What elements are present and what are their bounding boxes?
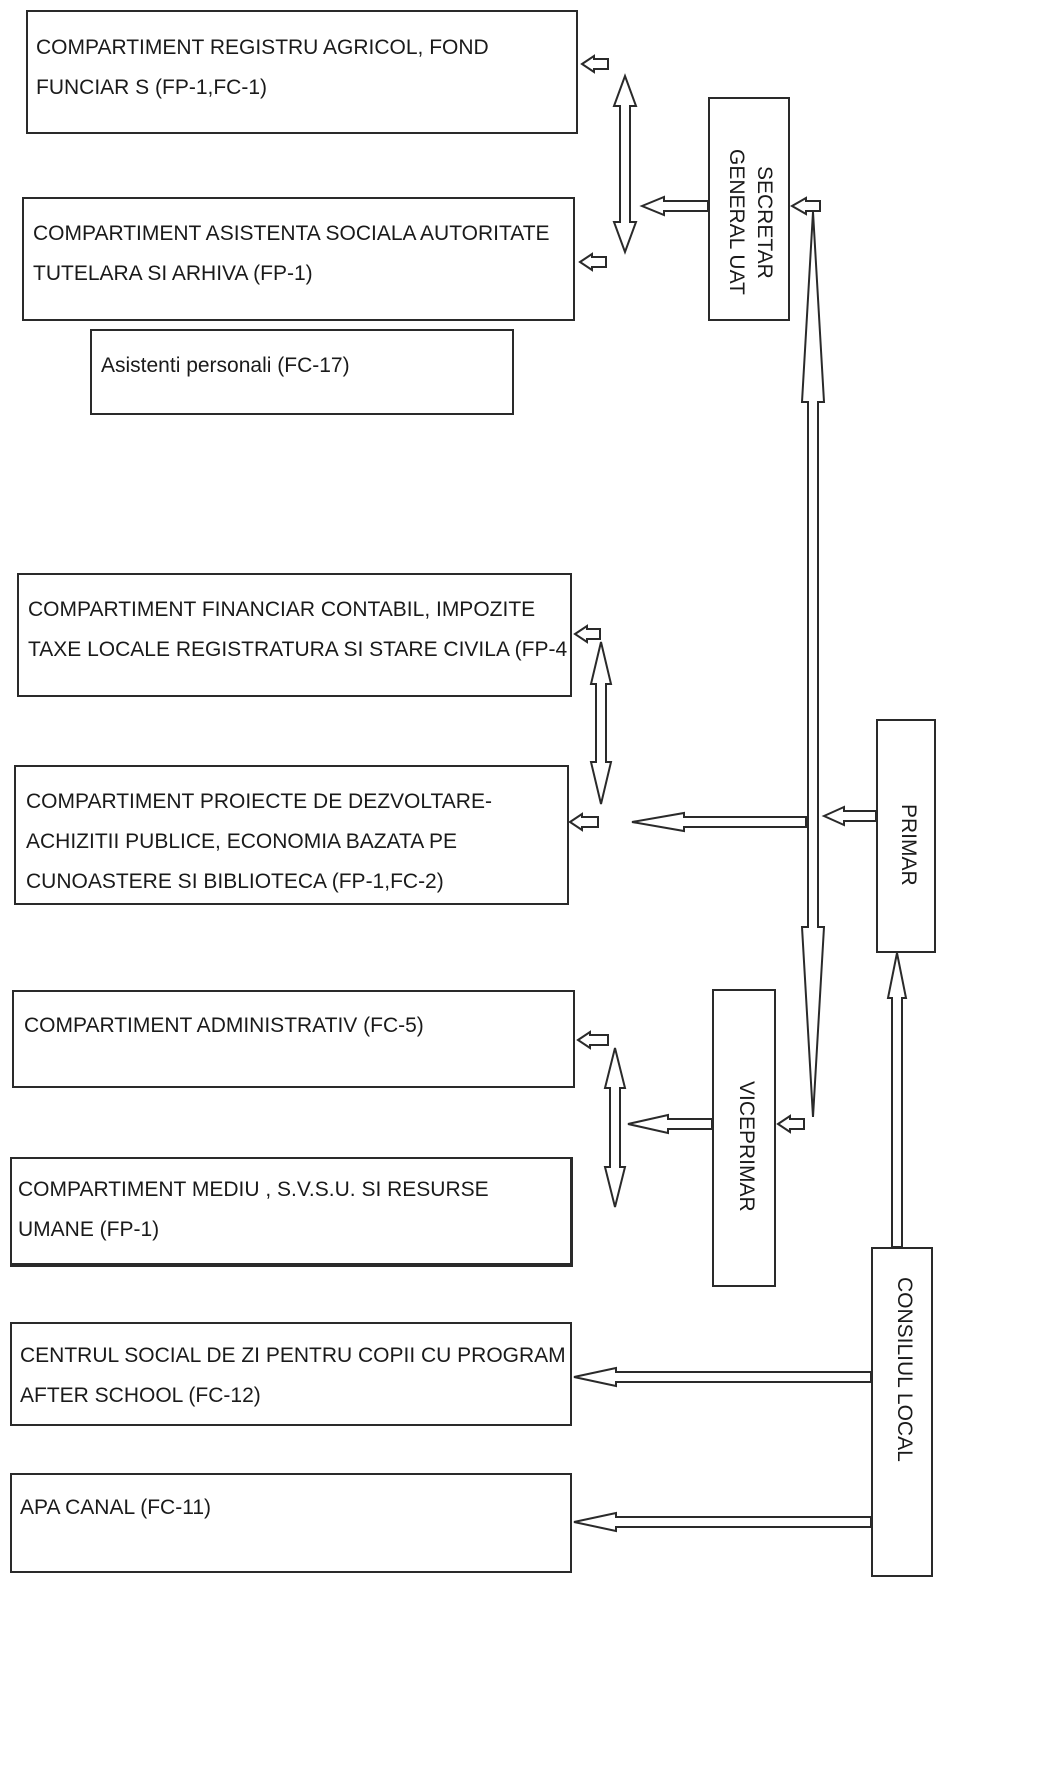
double-arrow-secretar-viceprimar: [800, 211, 826, 1118]
double-arrow-administrativ-mediu: [603, 1047, 627, 1208]
label-registru-agricol: COMPARTIMENT REGISTRU AGRICOL, FOND FUNC…: [36, 36, 489, 99]
box-asistenti-personali: [90, 329, 514, 415]
arrow-to-administrativ: [576, 1030, 609, 1050]
arrow-to-primar-row: [821, 805, 877, 827]
label-financiar-contabil: COMPARTIMENT FINANCIAR CONTABIL, IMPOZIT…: [28, 598, 568, 661]
box-asistenta-sociala: [22, 197, 575, 321]
box-viceprimar: [712, 989, 776, 1287]
label-viceprimar: VICEPRIMAR: [735, 1080, 758, 1212]
label-centrul-social: CENTRUL SOCIAL DE ZI PENTRU COPII CU PRO…: [20, 1344, 566, 1407]
label-mediu-svsu: COMPARTIMENT MEDIU , S.V.S.U. SI RESURSE…: [18, 1178, 489, 1241]
label-secretar: SECRETAR GENERAL UAT: [725, 149, 776, 295]
label-apa-canal: APA CANAL (FC-11): [20, 1496, 211, 1519]
arrow-to-viceprimar: [776, 1114, 805, 1134]
arrow-consiliu-to-primar: [886, 952, 908, 1248]
arrow-to-centrul-social: [573, 1366, 872, 1388]
box-centrul-social: [10, 1322, 572, 1426]
label-consiliul-local: CONSILIUL LOCAL: [893, 1276, 916, 1462]
arrow-to-secretar: [789, 196, 821, 216]
arrow-secretar-to-departments: [639, 195, 709, 217]
box-proiecte-dezvoltare: [14, 765, 569, 905]
label-primar: PRIMAR: [897, 804, 920, 886]
box-mediu-svsu: [10, 1157, 573, 1267]
label-administrativ: COMPARTIMENT ADMINISTRATIV (FC-5): [24, 1014, 424, 1037]
arrow-to-financiar-contabil: [573, 624, 601, 644]
arrow-viceprimar-to-departments: [627, 1113, 713, 1135]
double-arrow-registru-asistenta: [612, 73, 638, 255]
arrow-to-asistenta-sociala: [578, 252, 607, 272]
box-apa-canal: [10, 1473, 572, 1573]
box-consiliul-local: [871, 1247, 933, 1577]
box-administrativ: [12, 990, 575, 1088]
box-primar: [876, 719, 936, 953]
label-proiecte-dezvoltare: COMPARTIMENT PROIECTE DE DEZVOLTARE- ACH…: [26, 790, 492, 893]
arrow-to-proiecte-dezvoltare: [568, 812, 599, 832]
label-asistenti-personali: Asistenti personali (FC-17): [101, 354, 350, 377]
arrow-to-registru-agricol: [580, 54, 609, 74]
double-arrow-financiar-proiecte: [589, 641, 613, 805]
box-secretar: [708, 97, 790, 321]
arrow-to-apa-canal: [573, 1511, 872, 1533]
label-asistenta-sociala: COMPARTIMENT ASISTENTA SOCIALA AUTORITAT…: [33, 222, 550, 285]
arrow-primar-to-departments: [631, 811, 807, 833]
box-financiar-contabil: [17, 573, 572, 697]
box-registru-agricol: [26, 10, 578, 134]
